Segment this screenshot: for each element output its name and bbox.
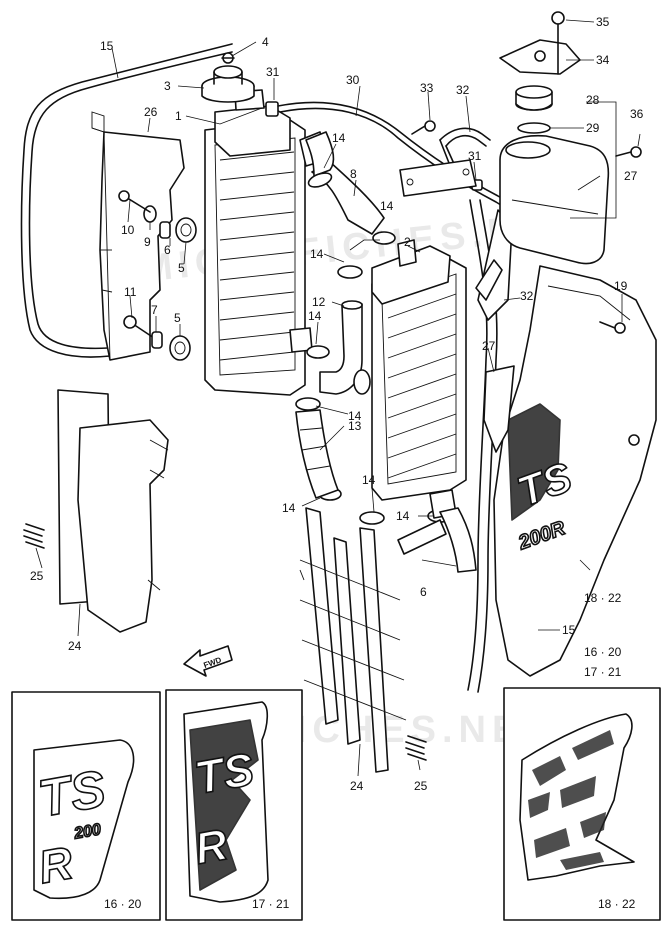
panel3-label: 18 · 22 bbox=[598, 897, 636, 911]
panel1-emblem-top: TS bbox=[34, 760, 110, 829]
callout-15: 15 bbox=[100, 39, 114, 53]
callout-14-e: 14 bbox=[348, 409, 362, 423]
shroud-outline-15 bbox=[20, 43, 233, 358]
bolt-9 bbox=[123, 315, 155, 339]
callout-14-f: 14 bbox=[282, 501, 296, 515]
callout-14-g: 14 bbox=[362, 473, 376, 487]
clip-32 bbox=[265, 101, 279, 117]
callout-30: 29 bbox=[586, 121, 600, 135]
panel2-emblem-top: TS bbox=[191, 742, 258, 803]
callout-28: 27 bbox=[624, 169, 638, 183]
gasket-30 bbox=[517, 122, 551, 134]
callout-11: 13 bbox=[348, 419, 362, 433]
collar-6-lower bbox=[151, 331, 163, 349]
decal-panel-17-21: TS R 17 · 21 bbox=[165, 689, 303, 921]
radiator-guard-24-left bbox=[57, 389, 169, 633]
reservoir-tank-28 bbox=[499, 134, 610, 265]
lower-hose-11 bbox=[295, 409, 339, 499]
callout-25-center: 25 bbox=[414, 779, 428, 793]
callout-25-left: 25 bbox=[30, 569, 44, 583]
bolt-8 bbox=[118, 190, 151, 213]
grommet-5-lower bbox=[169, 335, 191, 361]
callout-38: 36 bbox=[630, 107, 644, 121]
forward-arrow: FWD bbox=[183, 645, 233, 677]
screw-23 bbox=[599, 321, 626, 334]
tank-bracket-36 bbox=[499, 39, 581, 75]
bolt-38 bbox=[615, 146, 642, 158]
bracket-plate bbox=[399, 159, 477, 197]
panel2-label: 17 · 21 bbox=[252, 897, 290, 911]
tank-cap-29 bbox=[515, 85, 553, 111]
lower-hose-13 bbox=[397, 507, 477, 573]
panel1-emblem-mid: 200 bbox=[72, 821, 102, 843]
callout-10: 8 bbox=[350, 167, 357, 181]
callout-36: 34 bbox=[596, 53, 610, 67]
callout-14-c: 14 bbox=[310, 247, 324, 261]
callout-14-b: 14 bbox=[380, 199, 394, 213]
callout-7: 9 bbox=[144, 235, 151, 249]
callout-2: 2 bbox=[404, 235, 411, 249]
callout-26: 26 bbox=[144, 105, 158, 119]
callout-13: 6 bbox=[420, 585, 427, 599]
callout-31: 30 bbox=[346, 73, 360, 87]
callout-5-upper: 5 bbox=[178, 261, 185, 275]
washer-7 bbox=[143, 205, 157, 223]
radiator-louver-24-center bbox=[299, 507, 407, 773]
collar-6-upper bbox=[159, 221, 171, 239]
callout-23: 19 bbox=[614, 279, 628, 293]
callout-5-lower: 5 bbox=[174, 311, 181, 325]
radiator-shroud-19: TS 200R bbox=[493, 265, 657, 677]
callouts: 15 4 3 31 1 26 30 14 8 14 10 9 6 5 2 14 … bbox=[30, 15, 644, 793]
callout-33: 32 bbox=[456, 83, 470, 97]
decal-panel-16-20: TS 200 R 16 · 20 bbox=[11, 691, 161, 921]
callout-8: 10 bbox=[121, 223, 135, 237]
elbow-hose-12 bbox=[319, 300, 363, 395]
callout-14-d: 14 bbox=[308, 309, 322, 323]
frame-bracket-34 bbox=[467, 199, 513, 693]
callout-4: 4 bbox=[262, 35, 269, 49]
callout-14-a: 14 bbox=[332, 131, 346, 145]
leader-lines bbox=[35, 19, 641, 777]
bolt-37 bbox=[551, 11, 565, 75]
callout-9: 11 bbox=[124, 285, 137, 299]
bolt-4 bbox=[221, 52, 235, 64]
callout-6-upper: 6 bbox=[164, 243, 171, 257]
callout-14-h: 14 bbox=[396, 509, 410, 523]
callout-12: 12 bbox=[312, 295, 326, 309]
panel1-label: 16 · 20 bbox=[104, 897, 142, 911]
decal-panel-18-22: 18 · 22 bbox=[503, 687, 661, 921]
callout-17-21: 16 · 20 bbox=[584, 645, 622, 659]
radiator-left bbox=[204, 89, 327, 396]
callout-18-22: 17 · 21 bbox=[584, 665, 622, 679]
callout-29: 28 bbox=[586, 93, 600, 107]
callout-27: 27 bbox=[482, 339, 496, 353]
spring-25-center bbox=[405, 735, 427, 761]
callout-16-20: 15 bbox=[562, 623, 576, 637]
callout-3: 3 bbox=[164, 79, 171, 93]
callout-19: 18 · 22 bbox=[584, 591, 622, 605]
side-shroud-26 bbox=[91, 111, 185, 361]
callout-1: 1 bbox=[175, 109, 182, 123]
callout-32-mid: 31 bbox=[468, 149, 482, 163]
radiator-cap-3 bbox=[201, 65, 255, 103]
callout-24-left: 24 bbox=[68, 639, 82, 653]
callout-37: 35 bbox=[596, 15, 610, 29]
callout-35: 33 bbox=[420, 81, 434, 95]
spring-25-left bbox=[23, 523, 45, 549]
callout-32-top: 31 bbox=[266, 65, 280, 79]
grommet-5-upper bbox=[175, 217, 197, 243]
callout-24-center: 24 bbox=[350, 779, 364, 793]
bolt-35 bbox=[411, 120, 436, 135]
callout-34: 32 bbox=[520, 289, 534, 303]
bracket-27 bbox=[483, 365, 515, 453]
callout-6-lower: 7 bbox=[151, 303, 158, 317]
